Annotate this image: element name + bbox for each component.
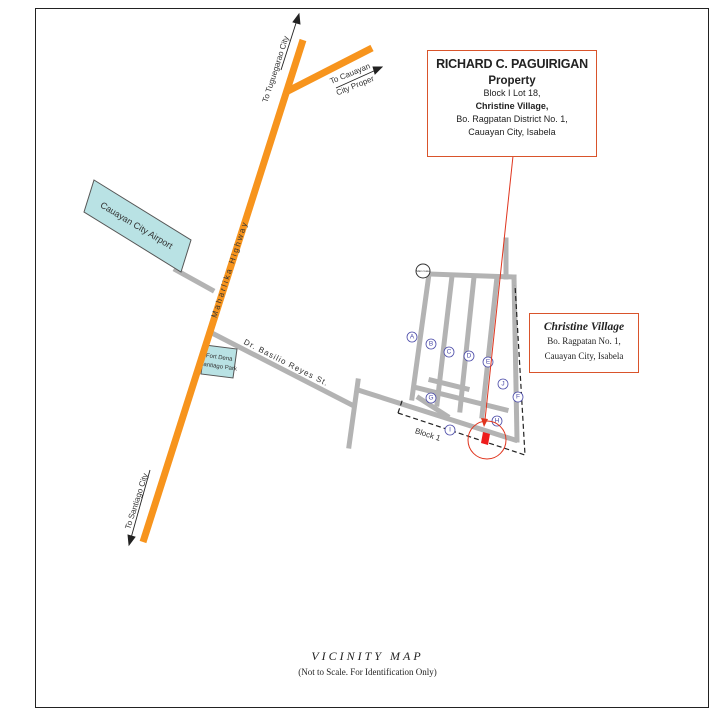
property-lot: Block I Lot 18, [483, 88, 541, 98]
property-village: Christine Village, [475, 101, 549, 111]
arrow-tuguegarao-head [292, 12, 301, 25]
lot-markers: A B C D E F G H I J [406, 331, 524, 436]
lot-h-label: H [495, 418, 500, 425]
lot-c-marker: C [443, 346, 455, 358]
map-note: (Not to Scale. For Identification Only) [298, 667, 437, 677]
airport-access-road [172, 266, 216, 294]
airport-area [83, 179, 192, 273]
lot-c-label: C [447, 349, 452, 356]
property-pointer-line [484, 155, 514, 421]
road-network [172, 237, 520, 449]
block1-road [354, 386, 519, 444]
lot-b-marker: B [425, 338, 437, 350]
property-info-box: RICHARD C. PAGUIRIGAN Property Block I L… [427, 50, 597, 157]
lot-b-label: B [429, 341, 433, 348]
property-pointer-head [481, 418, 488, 427]
lot-j-marker: J [497, 378, 509, 390]
village-line1: Bo. Ragpatan No. 1, [547, 336, 621, 346]
lot-d-marker: D [463, 350, 475, 362]
arrow-cauayan [335, 69, 377, 89]
map-title: VICINITY MAP [311, 649, 424, 663]
inner-road-3 [415, 394, 451, 420]
lot-road-a [409, 271, 432, 401]
inner-road-1 [427, 376, 471, 393]
direction-arrows [127, 12, 384, 547]
village-boundary-west [397, 397, 404, 414]
east-road [511, 274, 520, 443]
property-lot-marker [481, 432, 490, 445]
village-line2: Cauayan City, Isabela [544, 351, 624, 361]
lot-g-label: G [428, 395, 433, 402]
main-gate-marker [415, 263, 431, 279]
property-city: Cauayan City, Isabela [468, 127, 556, 137]
map-frame [35, 8, 709, 708]
village-info-box: Christine Village Bo. Ragpatan No. 1, Ca… [529, 313, 639, 373]
arrow-santiago [130, 469, 151, 539]
lot-d-label: D [467, 353, 472, 360]
property-district: Bo. Ragpatan District No. 1, [456, 114, 568, 124]
basilio-reyes-road [206, 328, 356, 409]
lot-i-marker: I [444, 424, 456, 436]
lot-a-marker: A [406, 331, 418, 343]
highway-branch [284, 44, 374, 96]
lot-g-marker: G [425, 392, 437, 404]
highway-label: Maharlika Highway [210, 220, 250, 319]
arrow-tuguegarao [280, 19, 298, 71]
highway-main [139, 38, 307, 544]
arrow-cauayan-head [372, 66, 384, 75]
lot-i-label: I [449, 427, 451, 434]
owner-name: RICHARD C. PAGUIRIGAN [436, 57, 588, 71]
village-boundary [397, 284, 526, 456]
lot-a-label: A [410, 334, 415, 341]
block-label: Block 1 [414, 426, 442, 443]
top-road [426, 271, 517, 280]
village-title: Christine Village [543, 321, 625, 333]
street-label: Dr. Basilio Reyes St. [242, 337, 330, 388]
lot-f-label: F [516, 394, 520, 401]
property-title: Property [488, 75, 536, 87]
park-label-1: Fort Dena [206, 353, 234, 363]
lot-j-label: J [501, 381, 504, 388]
lot-f-marker: F [512, 391, 524, 403]
lot-e-label: E [486, 359, 491, 366]
maharlika-highway [139, 38, 374, 544]
arrow-santiago-head [127, 534, 136, 547]
lot-road-d [479, 274, 500, 419]
park-label-2: Santiago Park [199, 361, 238, 372]
main-gate-label: Main Gate [416, 269, 430, 273]
inner-road-2 [414, 384, 510, 414]
property-highlight-circle [467, 420, 507, 460]
lot-h-marker: H [491, 415, 503, 427]
